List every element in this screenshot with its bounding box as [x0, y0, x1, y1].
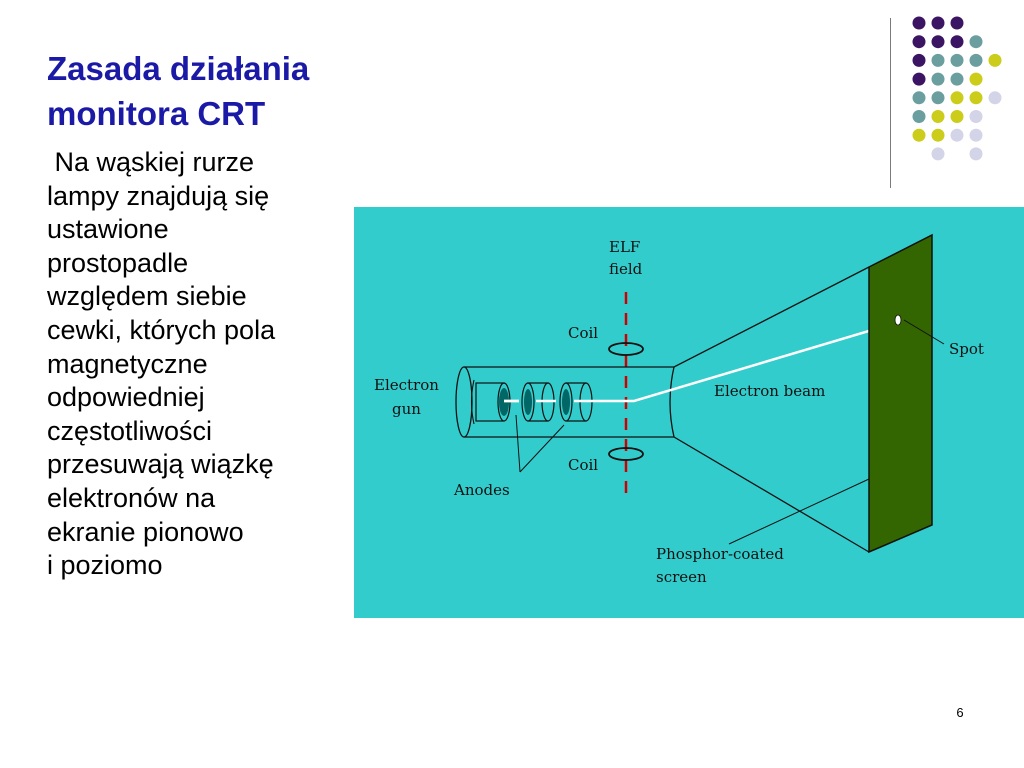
decorative-dot: [950, 16, 964, 30]
screen-label-2: screen: [656, 568, 707, 586]
decorative-dot: [931, 128, 945, 142]
decorative-dot: [969, 72, 983, 86]
coil-top-label: Coil: [568, 324, 598, 342]
decorative-dot: [912, 72, 926, 86]
title-line-1: Zasada działania: [47, 50, 310, 87]
body-line: cewki, których pola: [47, 314, 276, 345]
elf-field-label-2: field: [609, 260, 643, 278]
decorative-dot: [931, 35, 945, 49]
decorative-dot: [931, 16, 945, 30]
decorative-dot: [950, 91, 964, 105]
anodes-leader: [515, 414, 565, 473]
decorative-dot: [931, 110, 945, 123]
electron-beam-line: [504, 320, 900, 403]
body-line: względem siebie: [47, 281, 247, 312]
body-line: i poziomo: [47, 550, 163, 581]
gun-outline: [470, 379, 475, 425]
page-number: 6: [956, 705, 964, 720]
elf-field-label-1: ELF: [609, 238, 640, 256]
tube-bottom-edge: [464, 436, 870, 553]
electron-beam-label: Electron beam: [714, 382, 825, 400]
decorative-divider: [890, 18, 891, 188]
body-line: częstotliwości: [47, 415, 213, 446]
phosphor-screen: [868, 233, 933, 554]
tube-flare: [669, 366, 675, 438]
decorative-dot: [969, 91, 983, 105]
slide-title: Zasada działania monitora CRT: [47, 46, 387, 136]
decorative-dot: [931, 72, 945, 86]
decorative-dot: [950, 35, 964, 49]
spot-label: Spot: [949, 340, 984, 358]
body-line: przesuwają wiązkę: [47, 449, 274, 480]
decorative-dot: [950, 72, 964, 86]
decorative-dot: [969, 53, 983, 67]
slide-body-text: Na wąskiej rurze lampy znajdują się usta…: [47, 146, 347, 583]
decorative-dot: [912, 16, 926, 30]
decorative-dot: [969, 128, 983, 142]
screen-leader: [728, 478, 870, 545]
anodes-label: Anodes: [453, 481, 510, 499]
tube-back-cap: [455, 366, 473, 438]
decorative-dot: [950, 110, 964, 123]
body-line: odpowiedniej: [47, 382, 205, 413]
decorative-dot: [969, 35, 983, 49]
body-line: magnetyczne: [47, 348, 208, 379]
body-line: prostopadle: [47, 247, 189, 278]
decorative-dot: [950, 128, 964, 142]
title-line-2: monitora CRT: [47, 95, 266, 132]
decorative-dot: [988, 91, 1002, 105]
decorative-dot: [912, 53, 926, 67]
decorative-dot: [912, 91, 926, 105]
coil-top: [608, 342, 644, 356]
decorative-dot: [931, 53, 945, 67]
electron-gun-label-1: Electron: [374, 376, 439, 394]
decorative-dot: [912, 128, 926, 142]
decorative-dot: [988, 53, 1002, 67]
decorative-dot: [931, 91, 945, 105]
spot-marker: [894, 314, 902, 326]
crt-diagram: ELF field Coil Coil Spot Electron gun El…: [354, 207, 1024, 618]
crt-diagram-svg: ELF field Coil Coil Spot Electron gun El…: [374, 233, 984, 586]
decorative-dot: [931, 147, 945, 161]
spot-leader: [903, 319, 945, 345]
coil-bottom-label: Coil: [568, 456, 598, 474]
body-line: ekranie pionowo: [47, 516, 244, 547]
electron-gun-label-2: gun: [392, 400, 421, 418]
body-line: elektronów na: [47, 482, 216, 513]
body-line: Na wąskiej rurze: [47, 147, 255, 177]
decorative-dot: [969, 147, 983, 161]
tube-top-edge: [464, 266, 870, 368]
body-line: lampy znajdują się: [47, 180, 270, 211]
decorative-dot: [969, 110, 983, 123]
decorative-dot-grid: [912, 16, 1002, 161]
decorative-dot: [950, 53, 964, 67]
body-line: ustawione: [47, 214, 169, 245]
decorative-dot: [912, 110, 926, 123]
screen-label-1: Phosphor-coated: [656, 545, 784, 563]
coil-bottom: [608, 447, 644, 461]
decorative-dot: [912, 35, 926, 49]
